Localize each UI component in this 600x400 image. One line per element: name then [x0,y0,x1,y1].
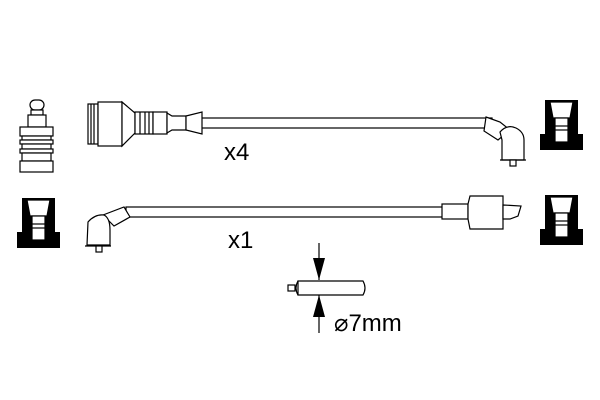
diameter-label: ⌀7mm [334,310,402,337]
rubber-cap-left [16,197,61,249]
rubber-cap-right-bottom [539,194,584,246]
cable-bottom [85,195,522,253]
diameter-indicator [287,243,366,333]
rubber-cap-right-top [539,99,584,151]
cable-top [87,100,526,167]
spark-plug-terminal [19,99,54,173]
quantity-label-bottom: x1 [228,227,253,254]
quantity-label-top: x4 [224,139,249,166]
